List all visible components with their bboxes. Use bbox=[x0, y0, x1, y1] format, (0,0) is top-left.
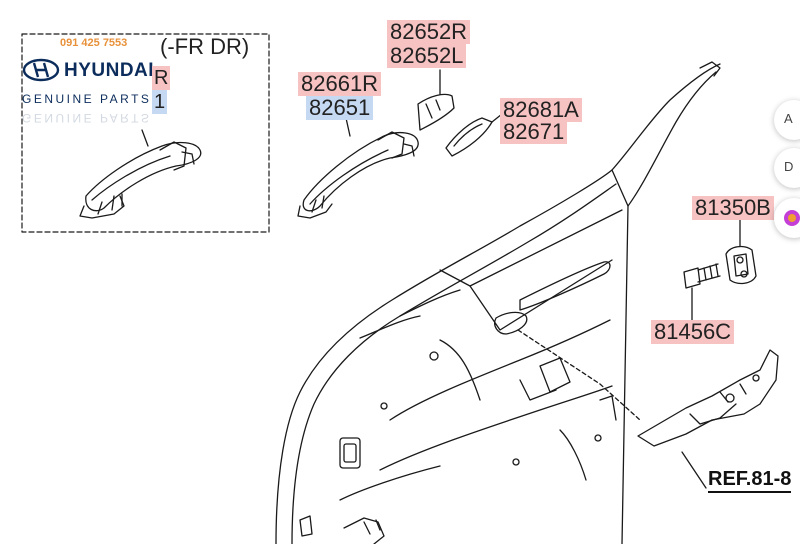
hyundai-logo-icon bbox=[22, 58, 60, 82]
side-button-2[interactable]: D bbox=[774, 148, 800, 188]
inset-title: (-FR DR) bbox=[160, 34, 250, 59]
genuine-parts-tagline: GENUINE PARTS bbox=[22, 92, 152, 106]
outer-handle bbox=[297, 117, 419, 219]
inset-label-top: R bbox=[152, 66, 171, 90]
linkage-rod bbox=[517, 329, 641, 421]
door-panel bbox=[275, 61, 721, 544]
inset-box bbox=[21, 33, 270, 233]
callout-82681A: 82681A bbox=[500, 98, 582, 122]
door-striker bbox=[725, 217, 757, 285]
callout-82652R: 82652R bbox=[387, 20, 471, 44]
side-button-1[interactable]: A bbox=[774, 100, 800, 140]
handle-bezel bbox=[445, 113, 503, 157]
callout-82671: 82671 bbox=[500, 120, 568, 144]
genuine-parts-reflection: GENUINE PARTS bbox=[22, 111, 152, 125]
inset-label-bottom: 1 bbox=[152, 90, 168, 114]
callout-82661R: 82661R bbox=[298, 72, 382, 96]
callout-81456C: 81456C bbox=[651, 320, 735, 344]
inset-handle bbox=[79, 129, 202, 219]
reference-label: REF.81-8 bbox=[708, 468, 792, 493]
phone-number: 091 425 7553 bbox=[60, 37, 128, 49]
side-button-2-label: D bbox=[784, 159, 794, 174]
side-button-3[interactable] bbox=[774, 198, 800, 238]
brand-name: HYUNDAI bbox=[64, 60, 155, 81]
striker-bolt bbox=[683, 263, 721, 321]
handle-cover bbox=[417, 69, 455, 131]
callout-81350B: 81350B bbox=[692, 196, 774, 220]
callout-82651: 82651 bbox=[306, 96, 374, 120]
latch-assembly bbox=[637, 349, 779, 489]
side-button-1-label: A bbox=[784, 111, 793, 126]
extension-icon bbox=[784, 210, 800, 226]
callout-82652L: 82652L bbox=[387, 44, 467, 68]
